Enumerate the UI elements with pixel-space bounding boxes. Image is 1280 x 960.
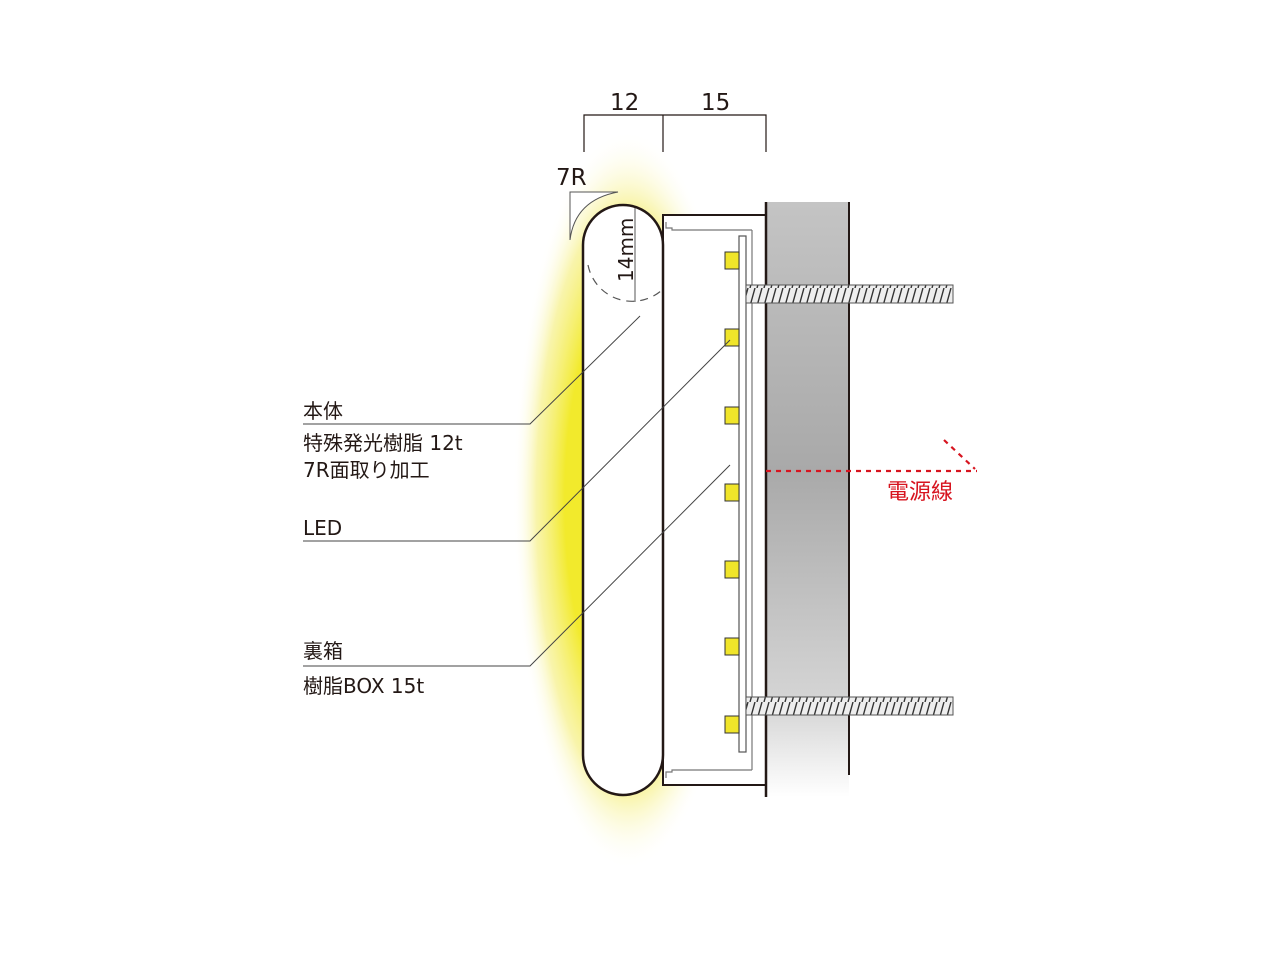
box-width-label: 15 [701, 90, 730, 116]
top-dimension-lines [583, 114, 767, 152]
leader-lines [303, 315, 731, 667]
power-cable-label: 電源線 [887, 480, 953, 505]
led-chip [724, 715, 740, 734]
power-cable-line [766, 439, 977, 473]
back-box [662, 214, 767, 786]
led-label: LED [303, 516, 342, 540]
backbox-label-material: 樹脂BOX 15t [303, 674, 424, 698]
radius-mark [569, 191, 619, 241]
led-chip [724, 560, 740, 579]
radius-dashed-circle [587, 264, 663, 302]
body-label-material: 特殊発光樹脂 12t [303, 431, 463, 455]
acrylic-body [581, 203, 665, 797]
body-label-title: 本体 [303, 399, 343, 423]
body-width-label: 12 [610, 90, 639, 116]
led-chip [724, 406, 740, 425]
led-chip [724, 637, 740, 656]
led-chip [724, 251, 740, 270]
led-chip [724, 483, 740, 502]
radius-label: 7R [556, 165, 587, 191]
anchor-bolt-bottom [745, 696, 954, 716]
body-label-finish: 7R面取り加工 [303, 458, 430, 482]
led-circuit-board [738, 235, 747, 753]
height-dimension-label: 14mm [614, 218, 638, 282]
anchor-bolt-top [745, 284, 954, 304]
backbox-label-title: 裏箱 [303, 639, 343, 663]
